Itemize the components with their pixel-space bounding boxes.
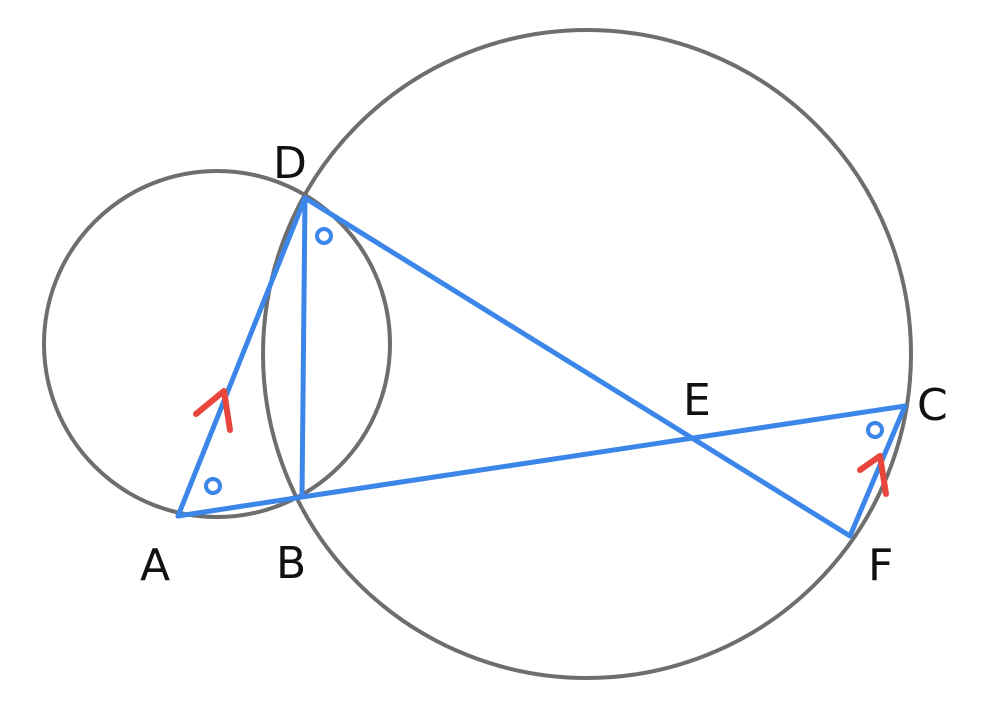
label-D: D xyxy=(273,138,307,189)
label-C: C xyxy=(917,380,948,431)
segment-AB xyxy=(175,494,305,519)
angle-mark-D xyxy=(315,227,333,245)
label-A: A xyxy=(140,540,170,591)
segment-DB xyxy=(299,195,308,500)
angle-mark-A xyxy=(204,477,222,495)
label-E: E xyxy=(683,375,711,426)
angle-mark-C xyxy=(866,421,884,439)
segment-BC xyxy=(299,403,908,500)
segment-DF xyxy=(302,195,853,539)
small-circle xyxy=(42,169,392,519)
label-F: F xyxy=(868,540,893,591)
label-B: B xyxy=(276,538,306,589)
parallel-mark-CF xyxy=(857,453,889,497)
segment-CF xyxy=(847,403,908,539)
parallel-mark-AD xyxy=(193,388,233,433)
large-circle xyxy=(261,28,913,680)
segment-AD xyxy=(175,195,308,519)
